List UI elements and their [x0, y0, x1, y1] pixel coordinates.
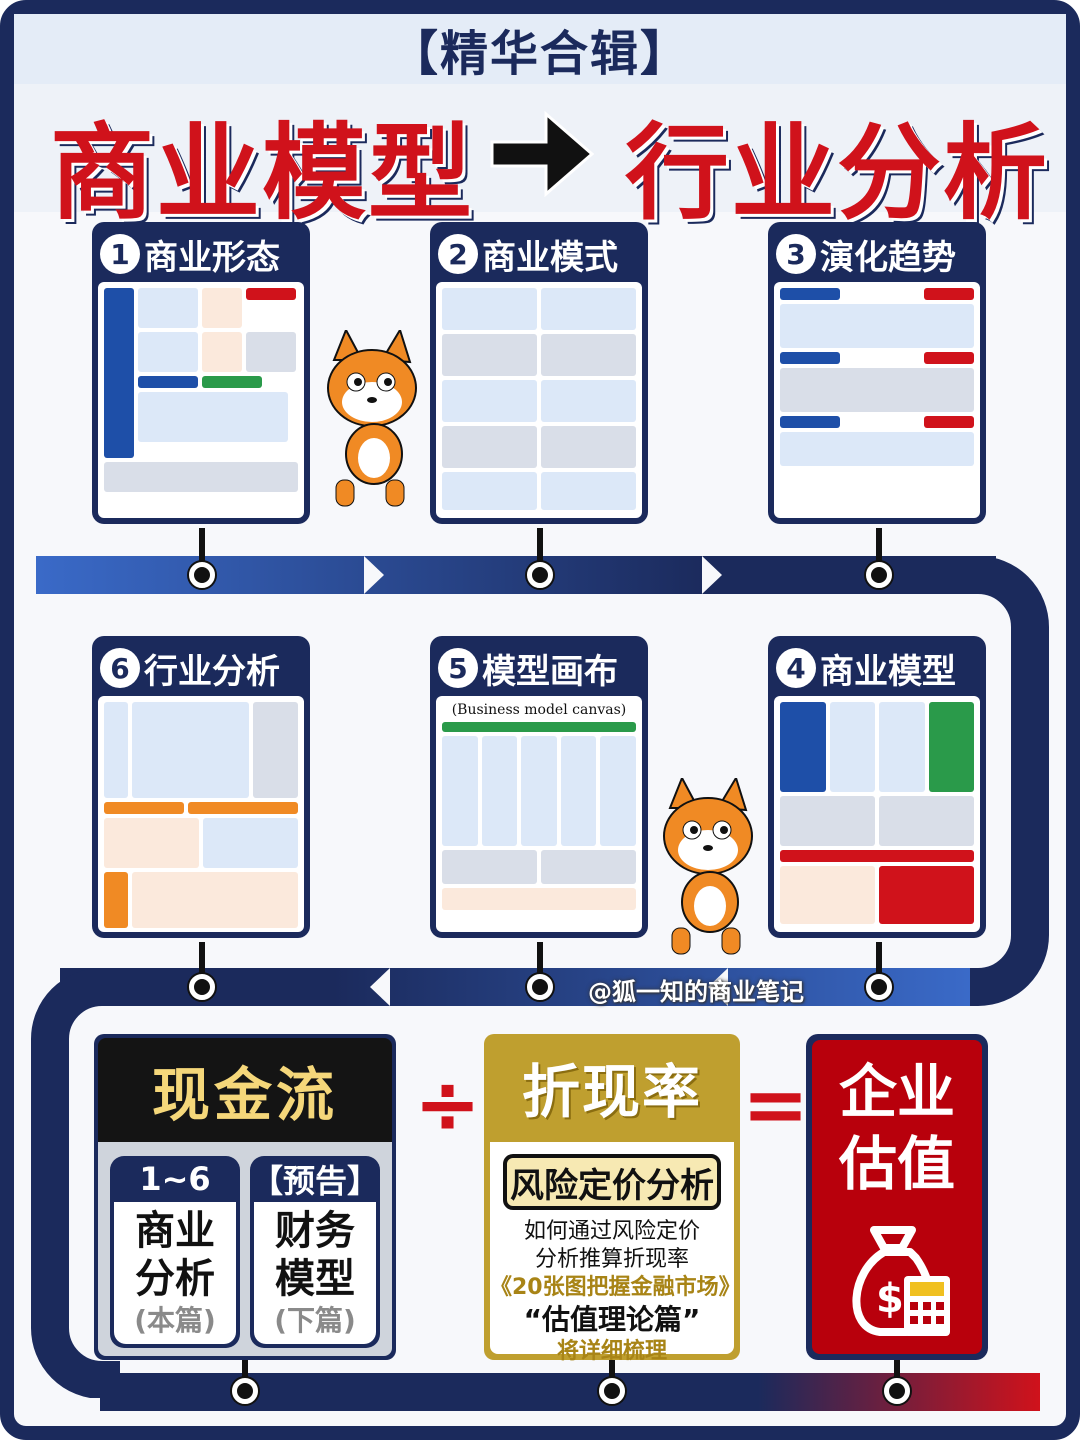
arrow-right-icon [490, 110, 595, 198]
card-thumbnail: (Business model canvas) [436, 696, 642, 932]
card-model-canvas[interactable]: 5 模型画布 (Business model canvas) [430, 636, 648, 938]
top-banner: 【精华合辑】 [14, 14, 1066, 84]
route-pin [189, 974, 215, 1000]
card-thumbnail [774, 696, 980, 932]
route-pin [527, 562, 553, 588]
business-analysis-card[interactable]: 1~6 商业 分析 (本篇) [110, 1156, 240, 1348]
money-bag-icon: $ [852, 1226, 950, 1336]
card-number: 2 [438, 234, 478, 274]
card-evolution-trend[interactable]: 3 演化趋势 [768, 222, 986, 524]
card-thumbnail [98, 696, 304, 932]
fox-mascot-icon [327, 330, 417, 507]
canvas-label: (Business model canvas) [451, 702, 627, 718]
road-bend-left [30, 968, 120, 1398]
card-title: 演化趋势 [820, 237, 956, 278]
cashflow-title: 现金流 [151, 1061, 338, 1129]
cashflow-box: 现金流 1~6 商业 分析 (本篇) 【预告】 财务 模型 (下篇) [94, 1034, 396, 1360]
card-business-form[interactable]: 1 商业形态 [92, 222, 310, 524]
discount-rate-inner: 风险定价分析 如何通过风险定价 分析推算折现率 《20张图把握金融市场》 “估值… [490, 1142, 741, 1364]
sub-card-line2: 模型 [275, 1256, 355, 1302]
valuation-box: 企业 估值 $ [806, 1034, 988, 1360]
road-bend-right [960, 556, 1049, 1006]
road-segment-1 [36, 556, 996, 594]
card-business-model[interactable]: 4 商业模型 [768, 636, 986, 938]
card-thumbnail [98, 282, 304, 518]
chevron-right-icon [364, 556, 384, 594]
valuation-line1: 企业 [838, 1058, 955, 1126]
route-pin [866, 974, 892, 1000]
card-title: 行业分析 [144, 651, 280, 692]
financial-model-card[interactable]: 【预告】 财务 模型 (下篇) [250, 1156, 380, 1348]
card-business-mode[interactable]: 2 商业模式 [430, 222, 648, 524]
rate-desc-line2: 分析推算折现率 [534, 1247, 689, 1272]
card-number: 6 [100, 648, 140, 688]
card-title: 商业模式 [482, 237, 618, 278]
chevron-left-icon [708, 968, 728, 1006]
route-pin [189, 562, 215, 588]
card-number: 1 [100, 234, 140, 274]
cashflow-header: 现金流 [98, 1038, 392, 1142]
title-business-model: 商业模型 [50, 112, 475, 234]
rate-desc-line1: 如何通过风险定价 [523, 1219, 700, 1244]
route-pin [884, 1378, 910, 1404]
card-thumbnail [436, 282, 642, 518]
sub-card-head: 1~6 [139, 1160, 211, 1198]
rate-book-title: 《20张图把握金融市场》 [490, 1275, 741, 1300]
discount-rate-box: 折现率 风险定价分析 如何通过风险定价 分析推算折现率 《20张图把握金融市场》… [484, 1034, 741, 1364]
fox-mascot-icon [663, 778, 753, 955]
card-title: 商业模型 [820, 651, 956, 692]
divide-operator: ÷ [414, 1058, 482, 1151]
sub-card-note: (本篇) [134, 1304, 216, 1337]
risk-pricing-badge[interactable]: 风险定价分析 [503, 1154, 721, 1210]
card-thumbnail [774, 282, 980, 518]
discount-rate-title: 折现率 [521, 1058, 702, 1126]
sub-card-line1: 财务 [275, 1208, 355, 1254]
sub-card-line2: 分析 [135, 1256, 215, 1302]
rate-desc-line5: 将详细梳理 [556, 1339, 667, 1364]
rate-chapter: “估值理论篇” [523, 1303, 701, 1336]
route-pin [232, 1378, 258, 1404]
watermark: @狐一知的商业笔记 [588, 978, 804, 1006]
card-title: 模型画布 [482, 651, 618, 692]
card-title: 商业形态 [144, 237, 280, 278]
route-pin [527, 974, 553, 1000]
sub-card-head: 【预告】 [250, 1162, 379, 1200]
banner-text: 【精华合辑】 [389, 26, 690, 82]
card-number: 5 [438, 648, 478, 688]
sub-card-line1: 商业 [135, 1208, 215, 1254]
card-industry-analysis[interactable]: 6 行业分析 [92, 636, 310, 938]
valuation-line2: 估值 [838, 1130, 955, 1198]
cashflow-inner: 1~6 商业 分析 (本篇) 【预告】 财务 模型 (下篇) [98, 1142, 392, 1356]
chevron-right-icon [702, 556, 722, 594]
route-pin [599, 1378, 625, 1404]
sub-card-note: (下篇) [274, 1304, 356, 1337]
card-number: 3 [776, 234, 816, 274]
route-pin [866, 562, 892, 588]
title-industry-analysis: 行业分析 [625, 112, 1050, 234]
svg-text:$: $ [876, 1276, 904, 1322]
card-number: 4 [776, 648, 816, 688]
chevron-left-icon [370, 968, 390, 1006]
equals-operator: = [742, 1058, 810, 1151]
